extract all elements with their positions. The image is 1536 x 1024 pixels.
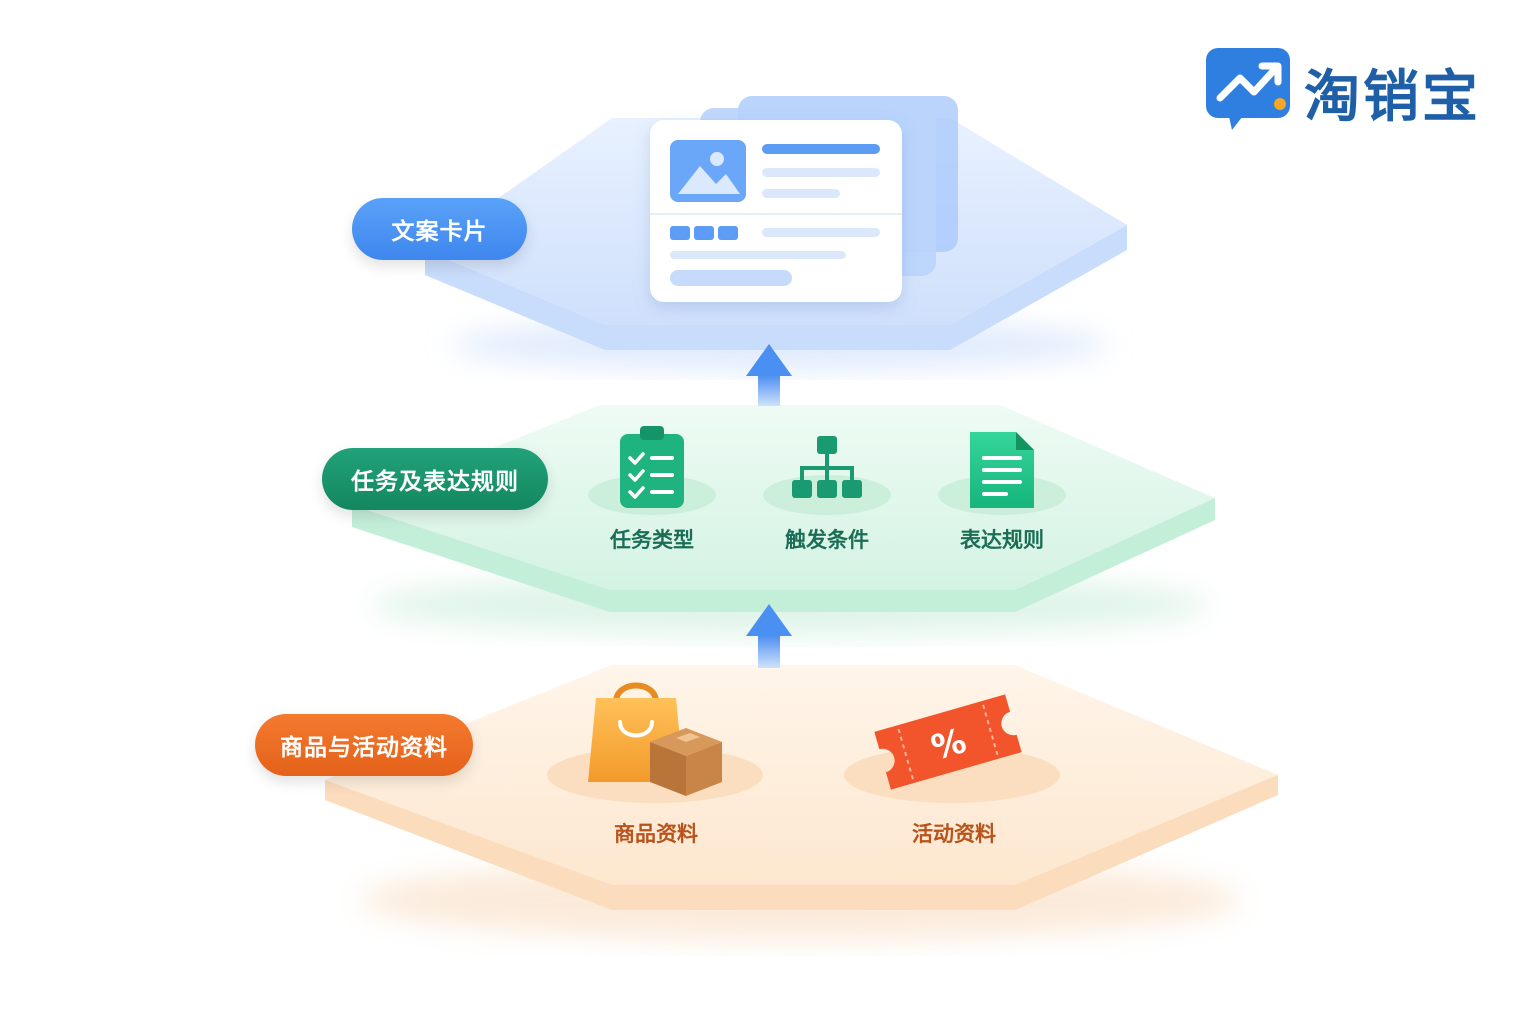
document-icon xyxy=(970,432,1034,508)
layer-top-label: 文案卡片 xyxy=(352,198,527,260)
layer-middle-label: 任务及表达规则 xyxy=(322,448,548,510)
logo-icon xyxy=(1206,48,1290,130)
item-campaign-data-label: 活动资料 xyxy=(912,822,996,846)
item-expression-rule-label: 表达规则 xyxy=(960,528,1044,552)
shopping-bag-box-icon xyxy=(588,682,722,796)
layer-middle-plate xyxy=(352,405,1215,635)
brand-name: 淘销宝 xyxy=(1304,65,1481,130)
item-task-type-label: 任务类型 xyxy=(610,528,694,552)
discount-coupon-icon: % xyxy=(874,694,1022,790)
item-trigger-condition-label: 触发条件 xyxy=(785,528,869,552)
arrow-bottom-to-middle xyxy=(746,604,792,668)
hierarchy-tree-icon xyxy=(792,436,862,498)
layer-bottom-label: 商品与活动资料 xyxy=(255,714,473,776)
arrow-middle-to-top xyxy=(746,344,792,406)
item-product-data-label: 商品资料 xyxy=(614,822,698,846)
layer-bottom-plate xyxy=(325,665,1278,940)
clipboard-checklist-icon xyxy=(620,426,684,508)
copy-card-stack xyxy=(650,96,958,302)
image-placeholder-icon xyxy=(670,140,746,202)
